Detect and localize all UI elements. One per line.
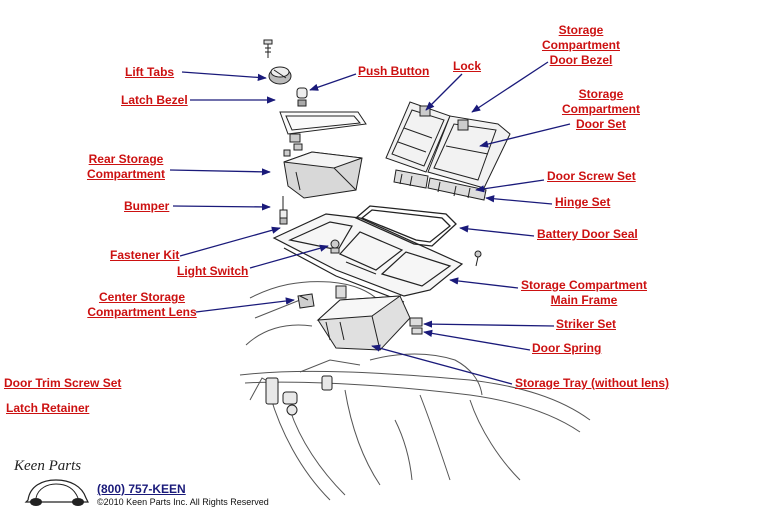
lift-tab-knob xyxy=(268,66,292,85)
label-door-bezel-line2: Compartment xyxy=(541,38,620,52)
label-hinge-set[interactable]: Hinge Set xyxy=(555,195,611,209)
label-door-bezel-line3: Door Bezel xyxy=(549,53,613,67)
latch-retainer-parts xyxy=(265,375,333,416)
label-storage-compartment-door-bezel[interactable]: Storage Compartment Door Bezel xyxy=(538,23,624,68)
label-latch-retainer[interactable]: Latch Retainer xyxy=(6,401,90,415)
label-storage-compartment-main-frame[interactable]: Storage Compartment Main Frame xyxy=(518,278,650,308)
label-rear-storage-compartment[interactable]: Rear Storage Compartment xyxy=(86,152,166,182)
light-switch-part xyxy=(330,239,340,254)
latch-bezel-part xyxy=(279,111,367,135)
bumper-part xyxy=(279,196,288,225)
main-frame-part xyxy=(272,213,464,303)
label-lift-tabs[interactable]: Lift Tabs xyxy=(125,65,175,79)
latch-small-parts xyxy=(283,133,303,157)
battery-door-seal-part xyxy=(354,205,457,247)
leader-arrows xyxy=(169,61,571,385)
seal-screw xyxy=(474,250,482,267)
label-door-set-line3: Door Set xyxy=(575,117,626,131)
label-main-frame-line2: Main Frame xyxy=(550,293,618,307)
storage-doors-part xyxy=(385,101,511,189)
label-rear-storage-line2: Compartment xyxy=(86,167,165,181)
storage-tray-part xyxy=(316,295,411,351)
rear-storage-compartment-part xyxy=(283,151,363,199)
keen-parts-logo: Keen Parts xyxy=(13,458,89,506)
striker-part xyxy=(409,317,423,335)
label-center-lens-line1: Center Storage xyxy=(98,290,186,304)
label-door-screw-set[interactable]: Door Screw Set xyxy=(547,169,636,183)
logo-text: Keen Parts xyxy=(13,458,81,474)
copyright-text: ©2010 Keen Parts Inc. All Rights Reserve… xyxy=(97,497,269,507)
label-rear-storage-line1: Rear Storage xyxy=(88,152,164,166)
body-outline xyxy=(239,281,591,501)
label-door-bezel-line1: Storage xyxy=(558,23,604,37)
label-door-trim-screw-set[interactable]: Door Trim Screw Set xyxy=(4,376,122,390)
label-storage-compartment-door-set[interactable]: Storage Compartment Door Set xyxy=(558,87,644,132)
label-latch-bezel[interactable]: Latch Bezel xyxy=(121,93,188,107)
phone-number-link[interactable]: (800) 757-KEEN xyxy=(97,482,186,496)
label-center-lens-line2: Compartment Lens xyxy=(87,305,197,319)
label-door-set-line1: Storage xyxy=(578,87,624,101)
label-main-frame-line1: Storage Compartment xyxy=(520,278,648,292)
center-lens-part xyxy=(297,293,315,309)
label-battery-door-seal[interactable]: Battery Door Seal xyxy=(537,227,638,241)
label-door-spring[interactable]: Door Spring xyxy=(532,341,602,355)
label-light-switch[interactable]: Light Switch xyxy=(177,264,249,278)
label-striker-set[interactable]: Striker Set xyxy=(556,317,617,331)
screw xyxy=(263,39,273,58)
push-button-part xyxy=(296,87,308,107)
hinge-part xyxy=(393,169,487,201)
label-fastener-kit[interactable]: Fastener Kit xyxy=(110,248,180,262)
label-push-button[interactable]: Push Button xyxy=(358,64,430,78)
label-bumper[interactable]: Bumper xyxy=(124,199,170,213)
label-storage-tray[interactable]: Storage Tray (without lens) xyxy=(515,376,670,390)
label-center-storage-lens[interactable]: Center Storage Compartment Lens xyxy=(86,290,198,320)
label-lock[interactable]: Lock xyxy=(453,59,482,73)
label-door-set-line2: Compartment xyxy=(561,102,640,116)
